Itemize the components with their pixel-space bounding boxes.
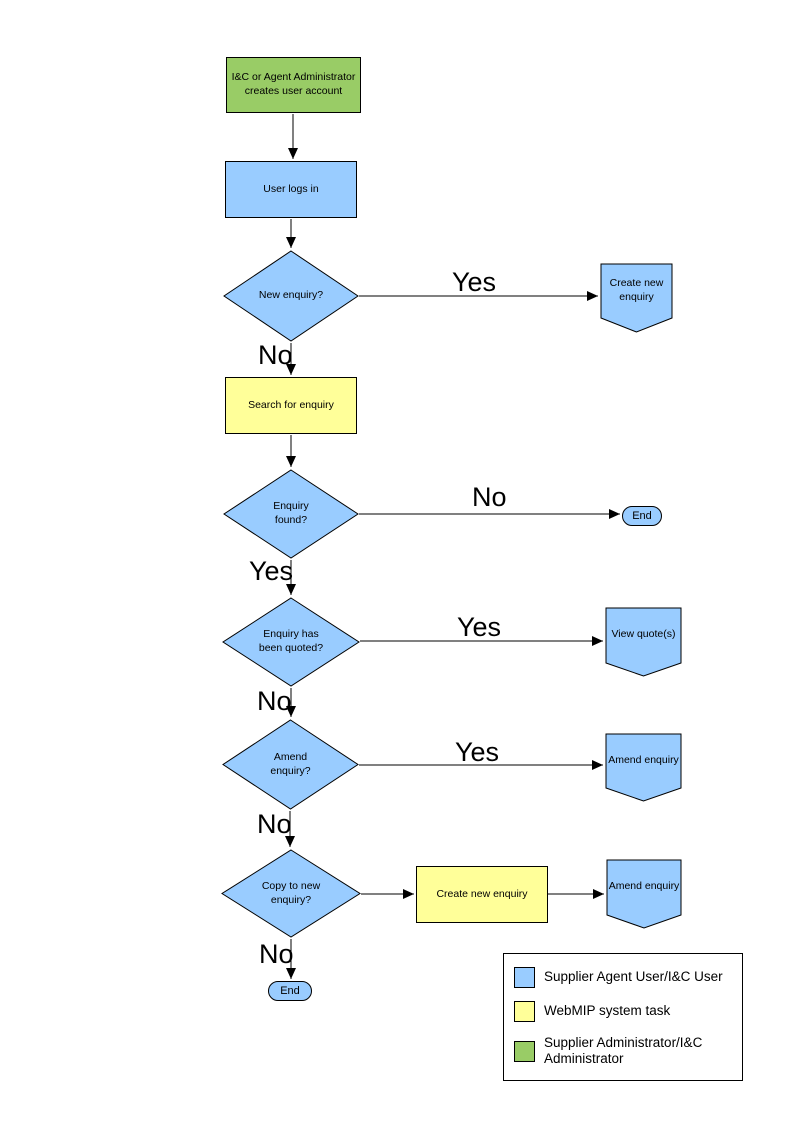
node-search-for-enquiry: Search for enquiry <box>225 377 357 434</box>
decision-enquiry-found-label: Enquiry found? <box>273 500 309 526</box>
edge-label-yes-4: Yes <box>455 737 500 767</box>
decision-amend-enquiry-label: Amend enquiry? <box>270 750 311 777</box>
node-create-account: I&C or Agent Administrator creates user … <box>226 57 361 113</box>
decision-amend-enquiry: Amend enquiry? <box>222 719 359 810</box>
legend-label-user: Supplier Agent User/I&C User <box>544 969 723 985</box>
edge-label-yes-1: Yes <box>452 267 497 297</box>
decision-copy-to-new-label: Copy to new enquiry? <box>261 879 321 906</box>
legend-swatch-admin <box>514 1040 535 1062</box>
node-search-for-enquiry-label: Search for enquiry <box>248 398 334 411</box>
legend-item-system: WebMIP system task <box>514 1001 742 1022</box>
diamond-shape <box>221 849 361 938</box>
decision-enquiry-quoted: Enquiry has been quoted? <box>222 597 360 687</box>
diamond-shape <box>223 250 359 342</box>
offpage-view-quotes: View quote(s) <box>605 607 682 677</box>
legend-label-system: WebMIP system task <box>544 1003 671 1019</box>
edge-label-no-4: No <box>257 809 292 839</box>
node-create-account-label: I&C or Agent Administrator creates user … <box>231 71 356 97</box>
offpage-create-new-enquiry-label: Create new enquiry <box>609 277 664 303</box>
legend-item-admin: Supplier Administrator/I&C Administrator <box>514 1035 742 1067</box>
offpage-connector-shape <box>600 263 673 333</box>
edge-label-yes-3: Yes <box>457 612 502 642</box>
offpage-amend-enquiry-2-label: Amend enquiry <box>608 880 680 893</box>
offpage-amend-enquiry-1-label: Amend enquiry <box>608 754 679 767</box>
node-create-new-enquiry-task: Create new enquiry <box>416 866 548 923</box>
offpage-connector-shape <box>606 859 682 929</box>
offpage-amend-enquiry-2: Amend enquiry <box>606 859 682 929</box>
terminator-end-2-label: End <box>280 985 300 997</box>
diamond-shape <box>222 597 360 687</box>
legend-item-user: Supplier Agent User/I&C User <box>514 967 742 988</box>
decision-copy-to-new: Copy to new enquiry? <box>221 849 361 938</box>
decision-enquiry-quoted-label: Enquiry has been quoted? <box>258 628 324 654</box>
decision-enquiry-found: Enquiry found? <box>223 469 359 559</box>
legend-swatch-system <box>514 1001 535 1022</box>
node-user-logs-in: User logs in <box>225 161 357 218</box>
terminator-end-1-label: End <box>632 510 652 522</box>
diamond-shape <box>223 469 359 559</box>
node-create-new-enquiry-task-label: Create new enquiry <box>436 887 528 900</box>
offpage-create-new-enquiry: Create new enquiry <box>600 263 673 333</box>
edge-label-no-1: No <box>258 340 293 370</box>
edge-label-no-3: No <box>257 686 292 716</box>
offpage-amend-enquiry-1: Amend enquiry <box>605 733 682 802</box>
offpage-connector-shape <box>605 607 682 677</box>
node-user-logs-in-label: User logs in <box>263 182 319 195</box>
diamond-shape <box>222 719 359 810</box>
edge-label-no-2: No <box>472 482 507 512</box>
legend: Supplier Agent User/I&C User WebMIP syst… <box>503 953 743 1081</box>
offpage-view-quotes-label: View quote(s) <box>611 628 676 641</box>
terminator-end-2: End <box>268 981 312 1001</box>
terminator-end-1: End <box>622 506 662 526</box>
edge-label-no-5: No <box>259 939 294 969</box>
edge-label-yes-2: Yes <box>249 556 294 586</box>
decision-new-enquiry-label: New enquiry? <box>258 289 324 302</box>
legend-swatch-user <box>514 967 535 988</box>
legend-label-admin: Supplier Administrator/I&C Administrator <box>544 1035 703 1067</box>
decision-new-enquiry: New enquiry? <box>223 250 359 342</box>
offpage-connector-shape <box>605 733 682 802</box>
